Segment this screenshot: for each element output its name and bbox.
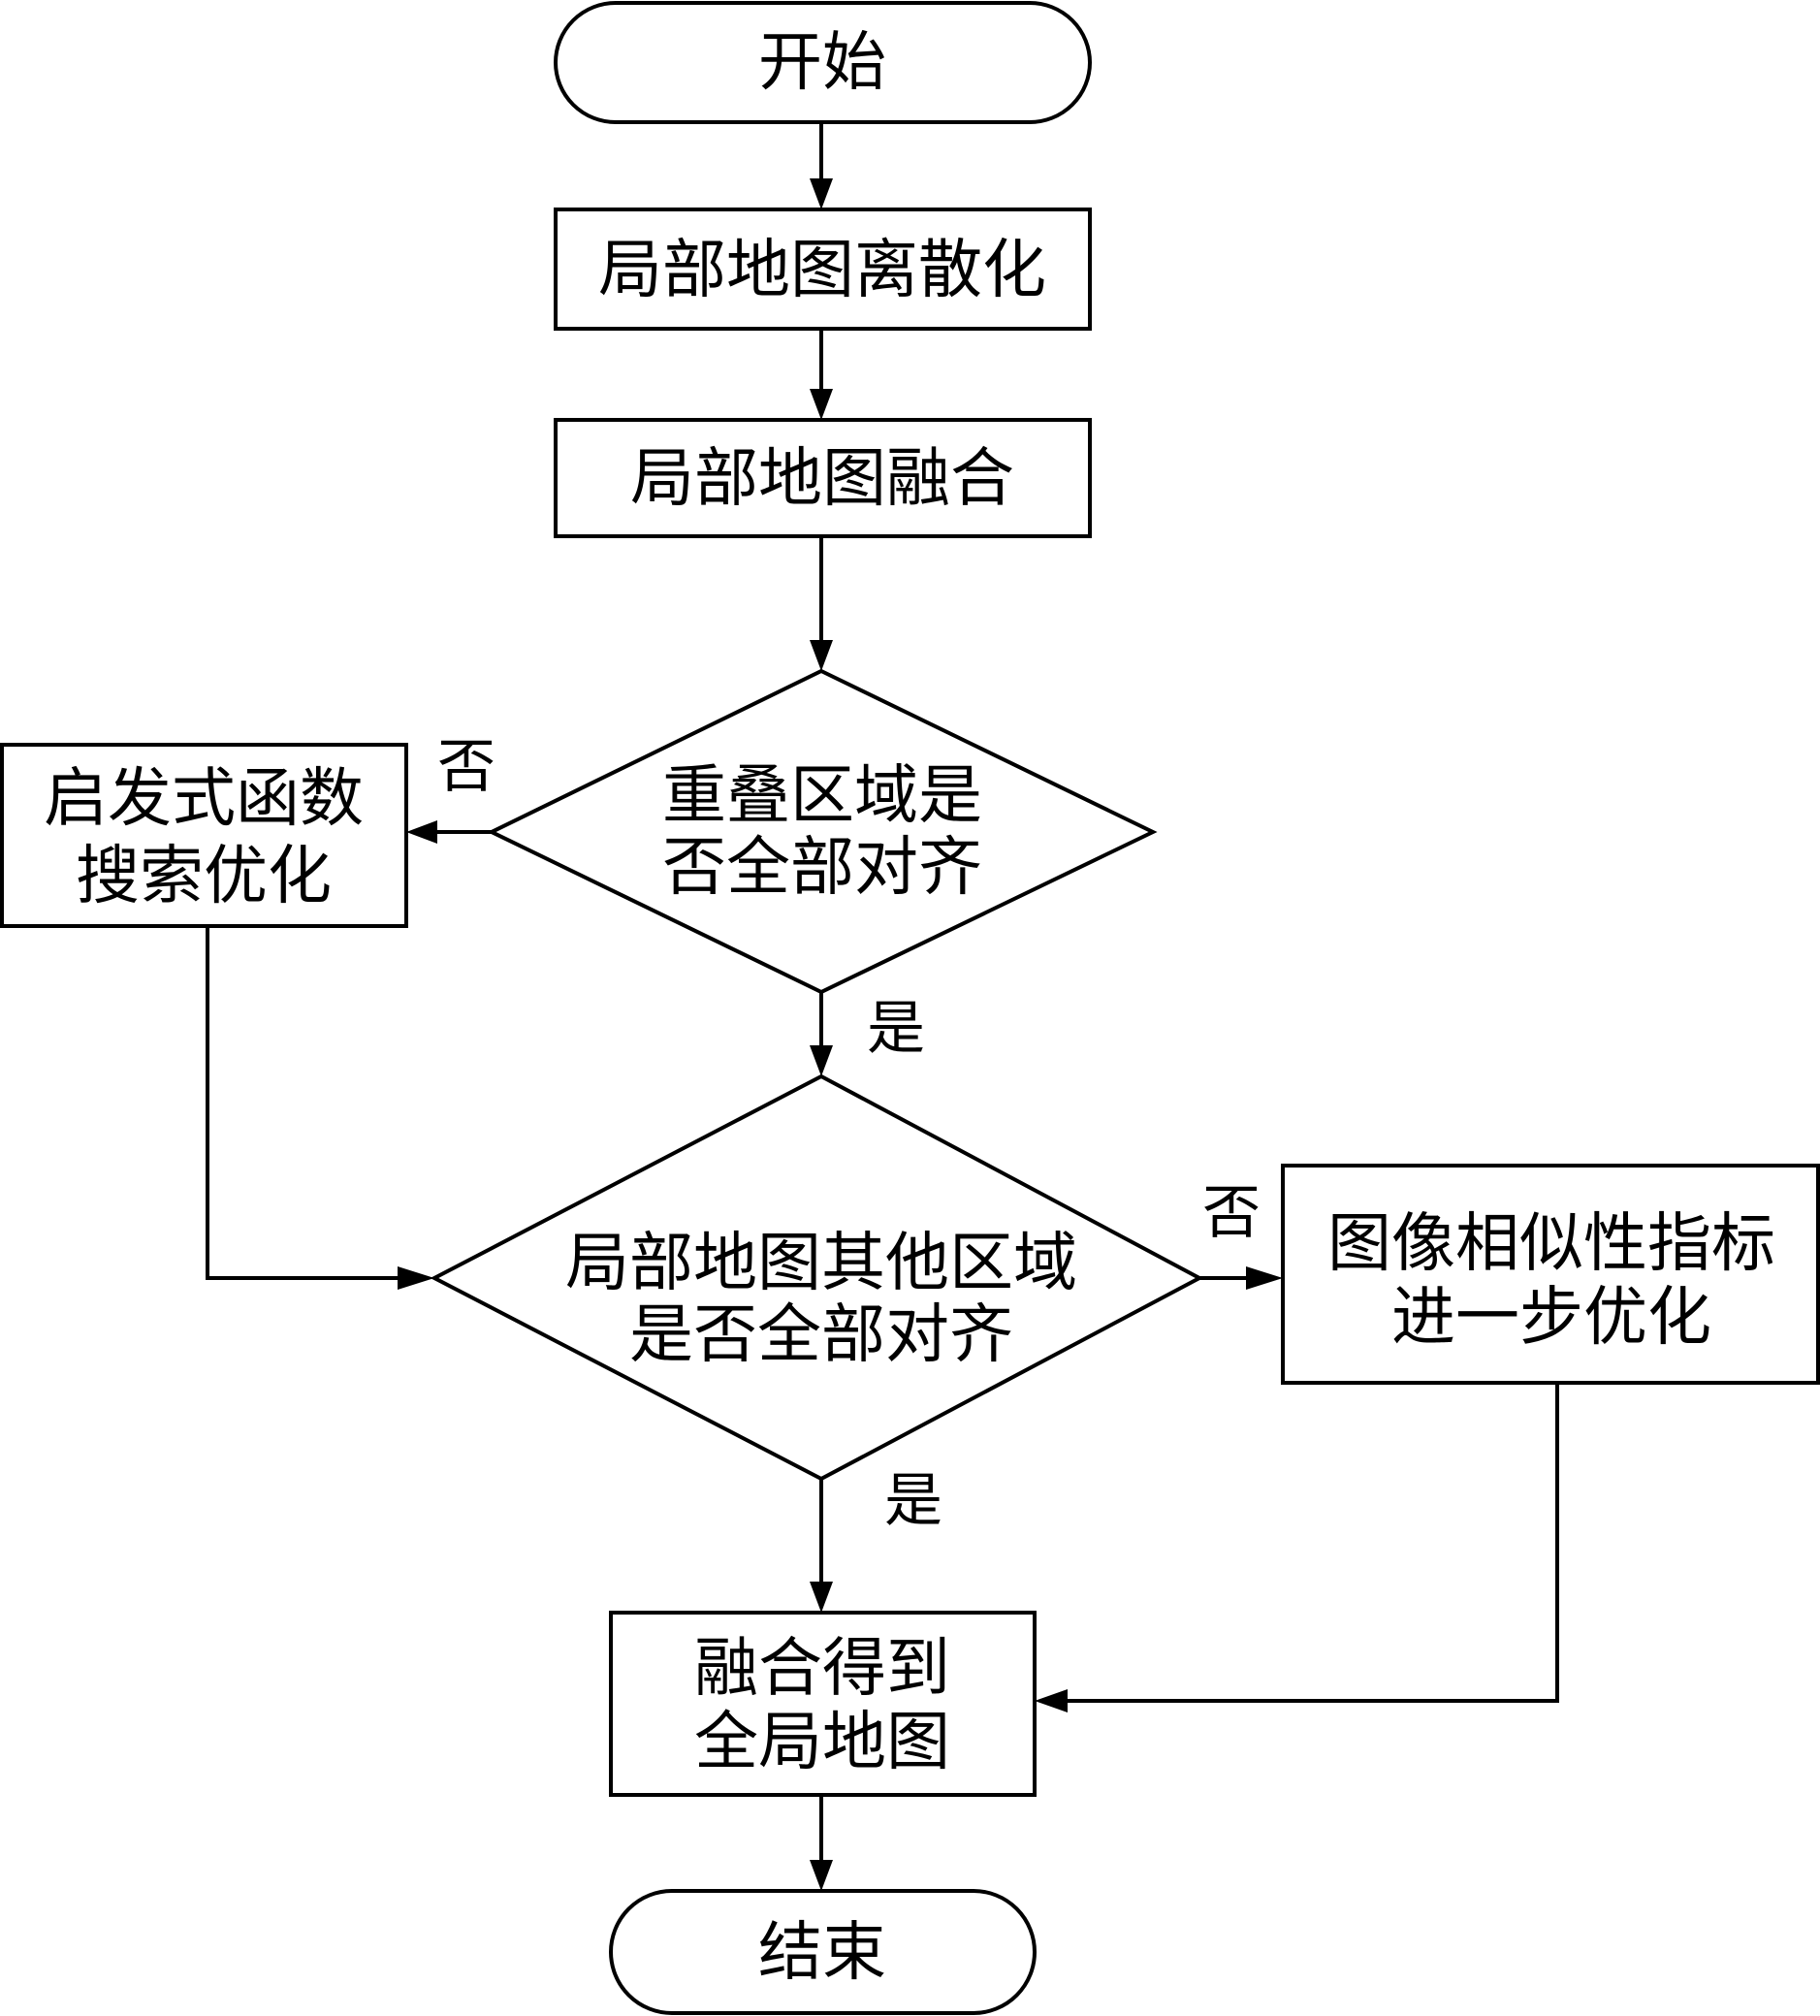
discretize-box [554, 208, 1092, 331]
node-similarity-opt: 图像相似性指标 进一步优化 [1281, 1164, 1820, 1385]
fuse-global-box [609, 1611, 1037, 1797]
edge-label-no: 否 [437, 733, 495, 801]
fuse-global-label-line1: 融合得到 [694, 1631, 950, 1706]
edge-label-yes: 是 [867, 995, 925, 1063]
arrowhead-down-icon [810, 1582, 833, 1613]
node-end: 结束 [609, 1889, 1037, 2015]
arrowhead-left-icon [1035, 1689, 1068, 1712]
heuristic-opt-label-line1: 启发式函数 [44, 761, 364, 836]
other-region-check-label-line1: 局部地图其他区域 [565, 1226, 1077, 1300]
arrowhead-down-icon [810, 178, 833, 209]
node-overlap-check: 重叠区域是 否全部对齐 [487, 668, 1158, 995]
edge-label-yes: 是 [884, 1467, 942, 1535]
edge-overlap-check-to-other-region-check: 是 [810, 992, 925, 1076]
similarity-opt-box [1281, 1164, 1820, 1385]
node-fuse-local: 局部地图融合 [554, 418, 1092, 538]
similarity-opt-label-line2: 进一步优化 [1391, 1280, 1711, 1355]
node-heuristic-opt: 启发式函数 搜索优化 [0, 743, 408, 928]
arrowhead-left-icon [406, 820, 437, 844]
other-region-check-label-line2: 是否全部对齐 [629, 1297, 1013, 1372]
end-terminator-shape [609, 1889, 1037, 2015]
edge-similarity-opt-to-fuse-global [1035, 1383, 1559, 1712]
arrowhead-down-icon [810, 640, 833, 671]
arrowhead-down-icon [810, 1045, 833, 1076]
arrowhead-right-icon [1246, 1266, 1283, 1290]
edge-other-region-check-to-similarity-opt: 否 [1199, 1179, 1283, 1290]
fuse-local-label: 局部地图融合 [630, 441, 1014, 516]
arrowhead-right-icon [398, 1266, 434, 1290]
overlap-check-label-line1: 重叠区域是 [662, 758, 982, 833]
edge-other-region-check-to-fuse-global: 是 [810, 1467, 942, 1613]
heuristic-opt-box [0, 743, 408, 928]
fuse-local-box [554, 418, 1092, 538]
overlap-check-label-line2: 否全部对齐 [662, 830, 982, 905]
fuse-global-label-line2: 全局地图 [694, 1705, 950, 1779]
similarity-opt-label-line1: 图像相似性指标 [1327, 1206, 1775, 1281]
edge-fuse-local-to-overlap-check [810, 536, 833, 671]
node-fuse-global: 融合得到 全局地图 [609, 1611, 1037, 1797]
arrowhead-down-icon [810, 1860, 833, 1891]
edge-discretize-to-fuse-local [810, 329, 833, 420]
node-start: 开始 [554, 1, 1092, 124]
start-label: 开始 [758, 25, 886, 100]
node-discretize: 局部地图离散化 [554, 208, 1092, 331]
node-other-region-check: 局部地图其他区域 是否全部对齐 [430, 1073, 1204, 1482]
end-label: 结束 [758, 1915, 886, 1990]
edge-fuse-global-to-end [810, 1795, 833, 1891]
arrowhead-down-icon [810, 389, 833, 420]
edge-overlap-check-to-heuristic-opt: 否 [406, 733, 495, 844]
edge-heuristic-opt-to-other-region-check [206, 926, 434, 1290]
discretize-label: 局部地图离散化 [598, 233, 1046, 307]
edge-start-to-discretize [810, 122, 833, 209]
edge-label-no: 否 [1202, 1179, 1261, 1247]
heuristic-opt-label-line2: 搜索优化 [76, 839, 332, 913]
